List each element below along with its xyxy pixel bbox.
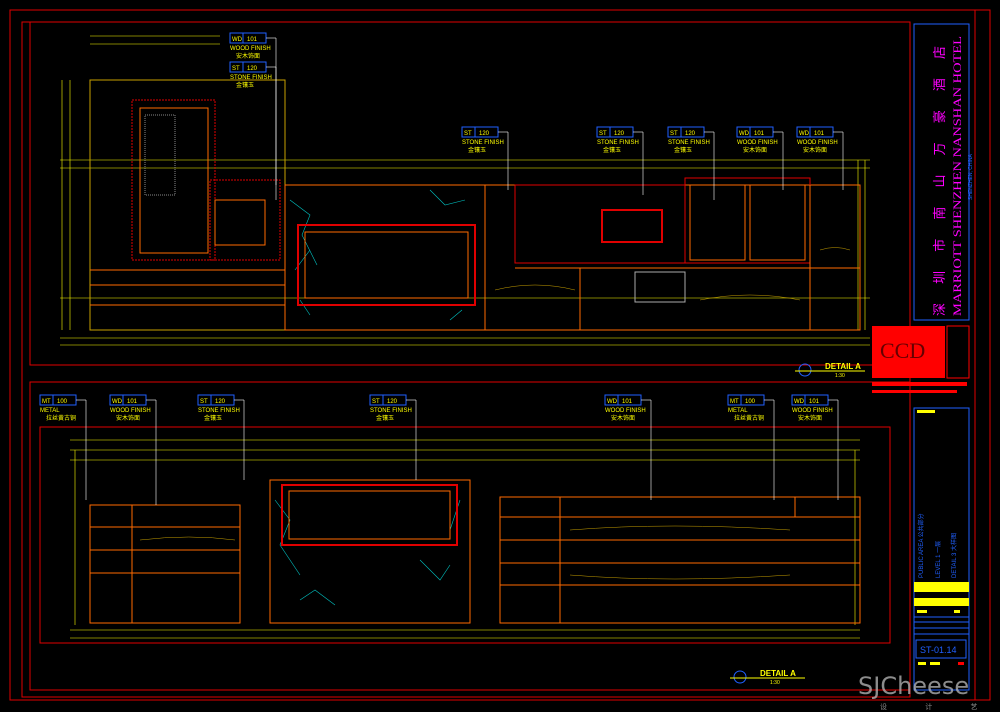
callout-en: METAL [40,408,60,414]
view-title: DETAIL A [825,362,861,371]
watermark-brand: SJCheese [858,672,969,700]
callout-code: ST [200,399,208,405]
level-label: LEVEL 1 一层 [935,541,942,578]
callout-code: MT [730,399,739,405]
callout-cn: 安木饰面 [236,52,260,60]
callout-cn: 金镶玉 [204,414,222,422]
callout-cn: 金镶玉 [236,81,254,89]
callout-en: STONE FINISH [198,408,240,414]
callout-en: STONE FINISH [597,140,639,146]
callout-en: WOOD FINISH [737,140,778,146]
callout-code: ST [232,66,240,72]
callout-cn: 安木饰面 [116,414,140,422]
callout-cn: 金镶玉 [674,146,692,154]
callout-code: WD [739,131,750,137]
callout-code: MT [42,399,51,405]
detail-label: DETAIL 3 大样图 [950,533,958,578]
area-label: PUBLIC AREA 公共部分 [917,513,925,578]
view-scale: 1:30 [835,373,845,379]
callout-code: ST [670,131,678,137]
callout-cn: 拉丝黄古铜 [734,414,764,422]
sheet-number: ST-01.14 [920,645,957,655]
callout-cn: 拉丝黄古铜 [46,414,76,422]
callout-code: WD [112,399,123,405]
callout-code: ST [464,131,472,137]
callout-cn: 金镶玉 [376,414,394,422]
callout-en: STONE FINISH [462,140,504,146]
view-scale: 1:30 [770,680,780,686]
callout-en: WOOD FINISH [230,46,271,52]
callout-cn: 安木饰面 [803,146,827,154]
ccd-logo: CCD [880,338,925,363]
callout-cn: 安木饰面 [798,414,822,422]
callout-num: 101 [622,399,633,405]
callout-en: STONE FINISH [230,75,272,81]
watermark-sub: 设 计 艺 士 [880,702,1000,711]
callout-num: 120 [387,399,398,405]
callout-num: 100 [57,399,68,405]
callout-cn: 金镶玉 [468,146,486,154]
callout-code: WD [799,131,810,137]
callout-num: 120 [614,131,625,137]
callout-code: WD [794,399,805,405]
callout-en: STONE FINISH [370,408,412,414]
sheet-title-block: PUBLIC AREA 公共部分 LEVEL 1 一层 DETAIL 3 大样图… [913,407,970,691]
watermark: SJCheese 设 计 艺 士 [858,672,1000,711]
bottom-elevation [70,439,861,639]
callout-en: WOOD FINISH [792,408,833,414]
top-elevation [60,35,870,346]
view-title-top: DETAIL A 1:30 [795,362,865,379]
callout-en: WOOD FINISH [797,140,838,146]
callout-code: ST [372,399,380,405]
callout-num: 120 [479,131,490,137]
callout-num: 101 [809,399,820,405]
callout-code: ST [599,131,607,137]
view-title-bottom: DETAIL A 1:30 [730,669,805,686]
callout-cn: 安木饰面 [743,146,767,154]
callout-en: WOOD FINISH [605,408,646,414]
callout-en: WOOD FINISH [110,408,151,414]
callout-num: 120 [247,66,258,72]
hotel-name-en: MARRIOTT SHENZHEN NANSHAN HOTEL [950,36,964,316]
callout-cn: 安木饰面 [611,414,635,422]
callout-num: 120 [215,399,226,405]
callout-num: 120 [685,131,696,137]
callout-code: WD [607,399,618,405]
callout-num: 101 [754,131,765,137]
callout-num: 101 [247,37,258,43]
sheet-frame [9,9,991,701]
project-title-block: 深圳市南山万豪酒店 MARRIOTT SHENZHEN NANSHAN HOTE… [872,23,974,393]
callout-num: 101 [814,131,825,137]
hotel-name-cn: 深圳市南山万豪酒店 [932,46,947,316]
callout-en: STONE FINISH [668,140,710,146]
location: SHENZHEN, CHINA [968,153,974,200]
callout-code: WD [232,37,243,43]
view-title: DETAIL A [760,669,796,678]
callout-cn: 金镶玉 [603,146,621,154]
callout-num: 101 [127,399,138,405]
callout-num: 100 [745,399,756,405]
callout-en: METAL [728,408,748,414]
